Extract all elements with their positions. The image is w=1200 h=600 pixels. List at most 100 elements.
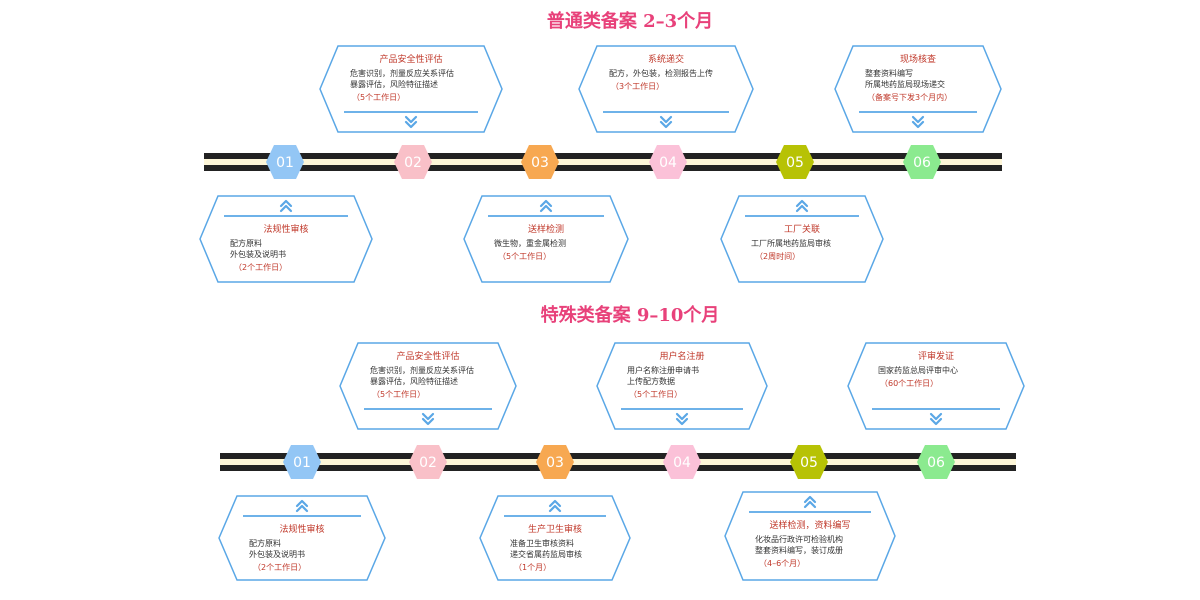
down-arrow-icon <box>911 115 925 129</box>
step-detail: 准备卫生审核资料 <box>510 538 574 548</box>
step-number: 02 <box>419 455 437 471</box>
step-detail: 工厂所属地药监局审核 <box>751 238 831 248</box>
step-box-border <box>578 45 754 133</box>
down-arrow-icon <box>675 412 689 426</box>
step-title: 评审发证 <box>918 350 954 362</box>
step-node-hexagon <box>790 445 828 479</box>
step-box-border <box>724 491 896 581</box>
step-detail: 配方原料 <box>249 538 281 548</box>
step-node-hexagon <box>283 445 321 479</box>
down-arrow-icon <box>659 115 673 129</box>
step-node: 01 <box>266 145 304 179</box>
step-node-hexagon <box>903 145 941 179</box>
step-title: 生产卫生审核 <box>528 523 582 535</box>
step-box-border <box>847 342 1025 430</box>
down-arrow-icon <box>929 412 943 426</box>
step-node: 05 <box>776 145 814 179</box>
step-title: 法规性审核 <box>279 523 324 535</box>
step-detail: 配方原料 <box>230 238 262 248</box>
step-node: 05 <box>790 445 828 479</box>
step-duration: （5个工作日） <box>352 92 405 102</box>
step-detail: 外包装及说明书 <box>249 549 305 559</box>
step-node: 02 <box>394 145 432 179</box>
section2-title: 特殊类备案 9–10个月 <box>541 304 720 326</box>
step-duration: （2周时间） <box>755 251 800 261</box>
timeline-track <box>204 153 1002 171</box>
step-box-border <box>339 342 517 430</box>
step-duration: （备案号下发3个月内） <box>867 92 952 102</box>
up-arrow-icon <box>279 199 293 213</box>
step-detail: 外包装及说明书 <box>230 249 286 259</box>
step-node: 02 <box>409 445 447 479</box>
step-box-border <box>218 495 386 581</box>
step-number: 02 <box>404 155 422 171</box>
step-node-hexagon <box>266 145 304 179</box>
step-number: 01 <box>293 455 311 471</box>
up-arrow-icon <box>548 499 562 513</box>
step-duration: （2个工作日） <box>253 562 306 572</box>
step-detail: 整套资料编写 <box>865 68 913 78</box>
step-number: 06 <box>913 155 931 171</box>
down-arrow-icon <box>421 412 435 426</box>
step-node-hexagon <box>536 445 574 479</box>
step-node: 01 <box>283 445 321 479</box>
step-detail: 暴露评估，风险特征描述 <box>370 376 458 386</box>
step-box-border <box>463 195 629 283</box>
step-title: 系统递交 <box>648 53 684 65</box>
step-title: 送样检测 <box>528 223 564 235</box>
step-detail: 微生物，重金属检测 <box>494 238 566 248</box>
step-detail: 用户名称注册申请书 <box>627 365 699 375</box>
step-number: 04 <box>673 455 691 471</box>
step-node: 06 <box>903 145 941 179</box>
step-duration: （5个工作日） <box>629 389 682 399</box>
step-title: 用户名注册 <box>659 350 704 362</box>
step-number: 03 <box>546 455 564 471</box>
up-arrow-icon <box>539 199 553 213</box>
step-node-hexagon <box>521 145 559 179</box>
step-box-border <box>479 495 631 581</box>
timeline-track <box>220 453 1016 471</box>
step-node-hexagon <box>663 445 701 479</box>
step-box-border <box>319 45 503 133</box>
step-number: 03 <box>531 155 549 171</box>
step-node-hexagon <box>917 445 955 479</box>
step-node-hexagon <box>649 145 687 179</box>
step-detail: 整套资料编写，装订成册 <box>755 545 843 555</box>
step-detail: 递交省属药监局审核 <box>510 549 582 559</box>
step-node-hexagon <box>776 145 814 179</box>
step-detail: 上传配方数据 <box>627 376 675 386</box>
step-detail: 国家药监总局评审中心 <box>878 365 958 375</box>
step-duration: （5个工作日） <box>372 389 425 399</box>
step-box-border <box>720 195 884 283</box>
step-number: 05 <box>786 155 804 171</box>
step-duration: （60个工作日） <box>880 378 938 388</box>
step-title: 产品安全性评估 <box>396 350 459 362</box>
step-node: 04 <box>649 145 687 179</box>
step-title: 现场核查 <box>900 53 936 65</box>
step-detail: 危害识别，剂量反应关系评估 <box>350 68 454 78</box>
step-duration: （3个工作日） <box>611 81 664 91</box>
step-detail: 危害识别，剂量反应关系评估 <box>370 365 474 375</box>
step-box-border <box>596 342 768 430</box>
step-number: 04 <box>659 155 677 171</box>
step-box-border <box>199 195 373 283</box>
step-number: 05 <box>800 455 818 471</box>
step-node: 03 <box>521 145 559 179</box>
step-detail: 化妆品行政许可检验机构 <box>755 534 843 544</box>
step-box-border <box>834 45 1002 133</box>
up-arrow-icon <box>295 499 309 513</box>
step-node: 06 <box>917 445 955 479</box>
step-duration: （4–6个月） <box>759 559 805 568</box>
section1-title: 普通类备案 2–3个月 <box>547 10 713 32</box>
step-node-hexagon <box>409 445 447 479</box>
step-title: 工厂关联 <box>784 223 820 235</box>
